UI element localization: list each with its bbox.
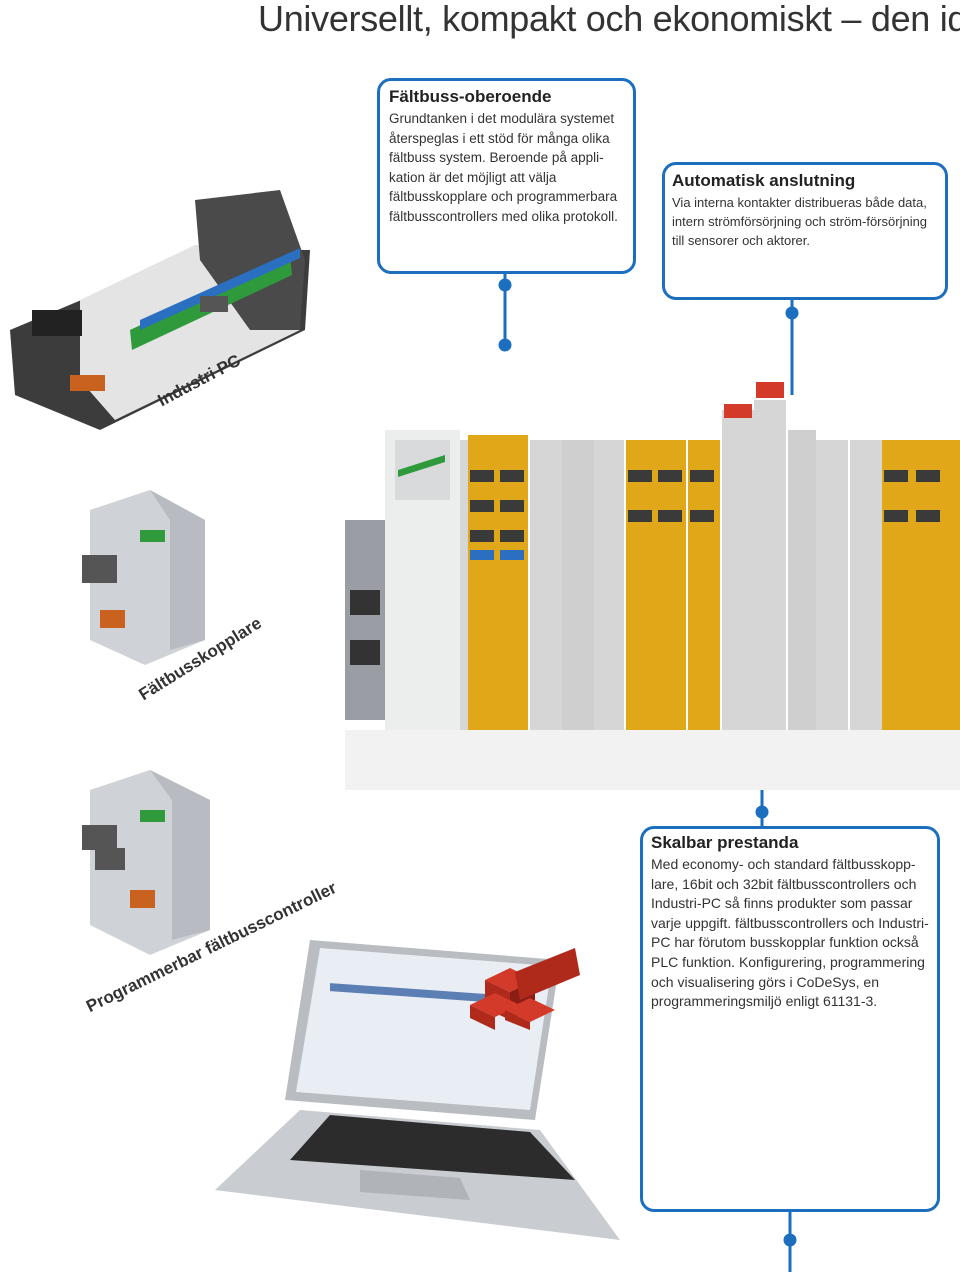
connector-dot-1b bbox=[498, 278, 512, 292]
callout-skalbar-prestanda: Skalbar prestanda Med economy- och stand… bbox=[640, 826, 940, 1212]
callout-automatisk-anslutning: Automatisk anslutning Via interna kontak… bbox=[662, 162, 948, 300]
callout-text: Grundtanken i det modulära systemet åter… bbox=[389, 111, 618, 224]
connector-dot-3 bbox=[755, 805, 769, 819]
callout-text: Via interna kontakter distribueras både … bbox=[672, 195, 928, 248]
callout-heading: Fältbuss-oberoende bbox=[389, 87, 552, 106]
callout-text: Med economy- och standard fältbusskopp-l… bbox=[651, 856, 929, 1010]
programmable-controller-device bbox=[82, 770, 210, 955]
page-title: Universellt, kompakt och ekonomiskt – de… bbox=[258, 0, 960, 39]
callout-heading: Skalbar prestanda bbox=[651, 833, 799, 852]
io-module-rack bbox=[345, 382, 960, 790]
connector-dot-1 bbox=[498, 338, 512, 352]
connector-dot-4 bbox=[783, 1233, 797, 1247]
codesys-logo bbox=[470, 948, 580, 1030]
fieldbus-coupler-device bbox=[82, 490, 205, 665]
industrial-pc-device bbox=[10, 190, 310, 430]
connector-dot-2 bbox=[785, 306, 799, 320]
callout-faltbuss-oberoende: Fältbuss-oberoende Grundtanken i det mod… bbox=[377, 78, 636, 274]
laptop-computer bbox=[215, 940, 620, 1240]
callout-heading: Automatisk anslutning bbox=[672, 171, 856, 190]
